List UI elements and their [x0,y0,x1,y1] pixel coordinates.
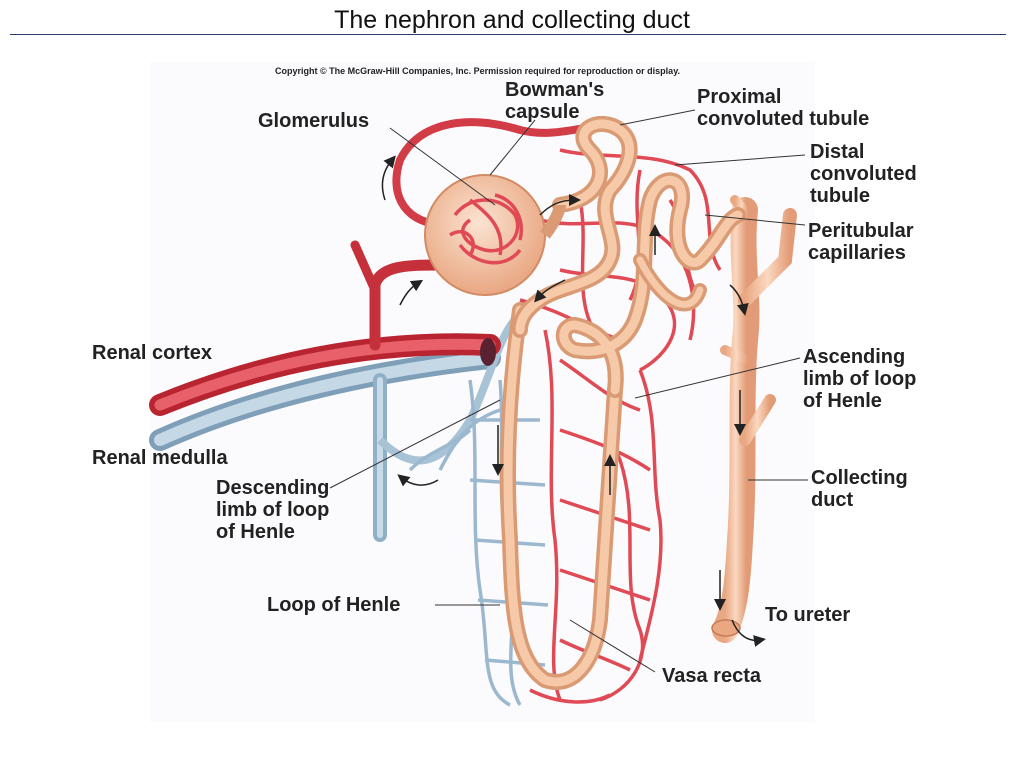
title-divider [10,34,1006,35]
label-collecting-line2: duct [811,489,854,511]
label-ascending-line1: Ascending [803,346,906,368]
label-glomerulus: Glomerulus [258,110,370,132]
label-peritubular-capillaries: Peritubular capillaries [808,220,914,264]
label-distal-convoluted-tubule: Distal convoluted tubule [810,141,917,207]
label-bowmans-line1: Bowman's [505,79,605,101]
label-loop-of-henle: Loop of Henle [267,594,401,616]
renal-artery [149,118,619,416]
label-peritubular-line2: capillaries [808,242,906,264]
flow-arrows [381,155,766,647]
label-vasa-recta: Vasa recta [662,665,761,687]
label-ascending-limb: Ascending limb of loop of Henle [803,346,916,412]
collecting-duct [711,195,797,643]
slide-title: The nephron and collecting duct [334,6,690,34]
label-ascending-line2: limb of loop [803,368,917,390]
label-distal-line3: tubule [810,185,870,207]
label-ascending-line3: of Henle [803,390,882,412]
label-proximal-line1: Proximal [697,86,782,108]
label-renal-medulla: Renal medulla [92,447,228,469]
renal-vein [149,311,523,542]
label-collecting-line1: Collecting [811,467,908,489]
label-descending-line2: limb of loop [216,499,330,521]
label-bowmans-line2: capsule [505,101,580,123]
label-peritubular-line1: Peritubular [808,220,914,242]
label-proximal-line2: convoluted tubule [697,108,870,130]
label-collecting-duct: Collecting duct [811,467,908,511]
label-distal-line1: Distal [810,141,865,163]
glomerulus-capillaries [449,193,523,265]
label-distal-line2: convoluted [810,163,917,185]
label-renal-cortex: Renal cortex [92,342,213,364]
leader-lines [329,109,808,673]
label-descending-limb: Descending limb of loop of Henle [216,477,329,543]
bowmans-capsule [424,174,566,296]
copyright-notice: Copyright © The McGraw-Hill Companies, I… [275,66,681,76]
label-proximal-convoluted-tubule: Proximal convoluted tubule [697,86,869,130]
label-to-ureter: To ureter [765,604,851,626]
label-bowmans-capsule: Bowman's capsule [505,79,604,123]
label-descending-line3: of Henle [216,521,295,543]
label-descending-line1: Descending [216,477,330,499]
